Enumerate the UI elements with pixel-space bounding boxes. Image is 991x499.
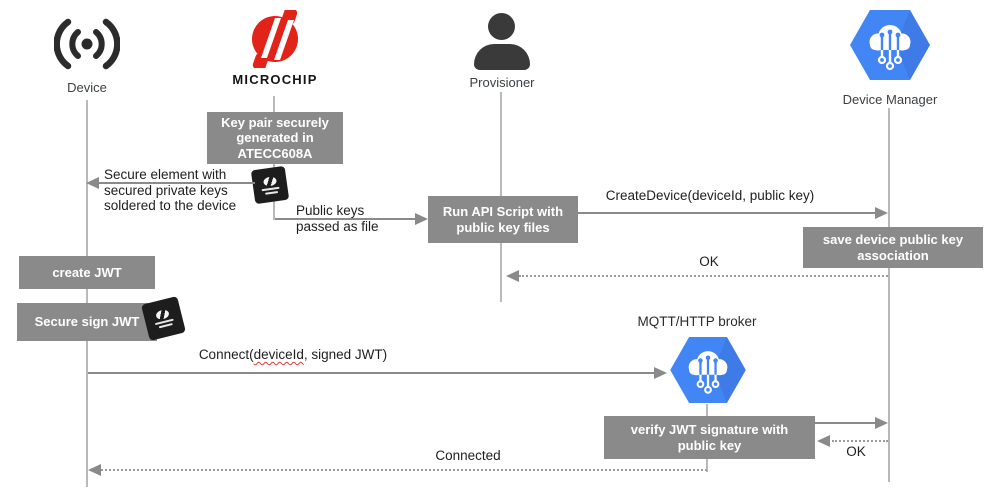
create-device-message: CreateDevice(deviceId, public key) bbox=[605, 188, 815, 203]
connected-message: Connected bbox=[435, 448, 501, 463]
chip-text-line bbox=[264, 190, 278, 195]
public-keys-arrowhead-icon bbox=[415, 213, 428, 225]
ok-save-dotted-line bbox=[519, 275, 888, 277]
device-radio-icon bbox=[54, 18, 120, 70]
step-create-jwt: create JWT bbox=[19, 256, 155, 289]
secure-element-message: Secure element with secured private keys… bbox=[104, 167, 237, 213]
provisioner-person-icon bbox=[488, 13, 515, 40]
step-verify-jwt: verify JWT signature with public key bbox=[604, 416, 815, 459]
device-manager-actor-label: Device Manager bbox=[842, 92, 938, 107]
device-manager-lifeline bbox=[888, 108, 890, 482]
chip-microchip-mark bbox=[155, 308, 170, 321]
connect-arrowhead-icon bbox=[654, 367, 667, 379]
connected-dotted-line bbox=[101, 469, 707, 471]
ok-save-message: OK bbox=[699, 254, 719, 269]
device-lifeline bbox=[86, 100, 88, 487]
secure-element-arrow-line bbox=[99, 182, 255, 184]
public-keys-arrow-line bbox=[275, 218, 415, 220]
secure-element-arrowhead-icon bbox=[86, 177, 99, 189]
connect-arrow-line bbox=[88, 372, 654, 374]
public-keys-message: Public keys passed as file bbox=[296, 203, 379, 234]
ok-verify-arrowhead-icon bbox=[817, 435, 830, 447]
microchip-wordmark: MICROCHIP bbox=[232, 72, 318, 87]
provisioner-person-body-icon bbox=[474, 44, 530, 70]
create-device-arrowhead-icon bbox=[875, 207, 888, 219]
step-save-public-key: save device public key association bbox=[803, 227, 983, 268]
broker-label: MQTT/HTTP broker bbox=[637, 314, 757, 329]
broker-cloud-icon bbox=[670, 336, 746, 404]
device-actor-label: Device bbox=[67, 80, 107, 95]
ok-verify-message: OK bbox=[846, 444, 866, 459]
microchip-logo-icon bbox=[252, 10, 298, 68]
step-key-pair-generated: Key pair securely generated in ATECC608A bbox=[207, 112, 343, 164]
connect-message-deviceid: deviceId bbox=[253, 347, 304, 362]
step-secure-sign-jwt: Secure sign JWT bbox=[17, 303, 157, 341]
connect-message: Connect(deviceId, signed JWT) bbox=[148, 347, 438, 363]
secure-element-chip-icon bbox=[141, 296, 186, 341]
connect-message-prefix: Connect( bbox=[198, 347, 254, 362]
chip-microchip-mark bbox=[262, 175, 277, 187]
ok-verify-dotted-line bbox=[832, 440, 888, 442]
ok-save-arrowhead-icon bbox=[506, 270, 519, 282]
step-run-api-script: Run API Script with public key files bbox=[428, 196, 578, 243]
connected-arrowhead-icon bbox=[88, 464, 101, 476]
create-device-arrow-line bbox=[578, 212, 875, 214]
device-manager-cloud-icon bbox=[850, 10, 930, 80]
provisioner-actor-label: Provisioner bbox=[469, 75, 535, 90]
verify-arrowhead-icon bbox=[875, 417, 888, 429]
verify-arrow-line bbox=[815, 422, 877, 424]
connect-message-suffix: , signed JWT) bbox=[303, 347, 388, 362]
secure-element-chip-icon bbox=[250, 165, 290, 205]
